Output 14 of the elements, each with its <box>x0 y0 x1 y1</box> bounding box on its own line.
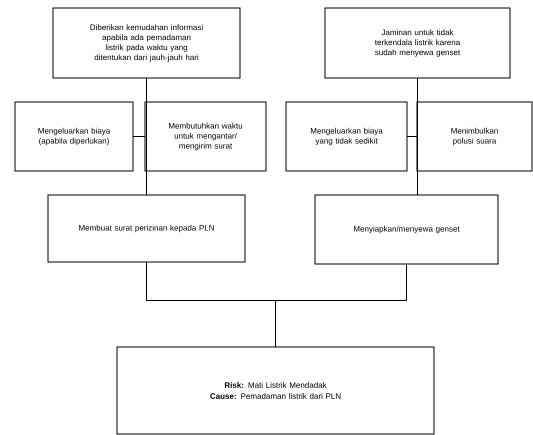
process-box: Membuat surat perizinan kepada PLN <box>48 194 246 262</box>
connector-line <box>417 78 418 195</box>
risk-box: Risk: Mati Listrik Mendadak Cause: Pemadaman listrik dari PLN <box>116 346 434 434</box>
connector-line <box>275 264 407 347</box>
process-box: Menyiapkan/menyewa genset <box>314 194 498 264</box>
process-box: Membutuhkan waktu untuk mengantar/ mengirim surat <box>144 102 266 172</box>
connector-line <box>407 136 417 137</box>
process-box: Diberikan kemudahan informasi apabila ada pemadaman listrik pada waktu yang ditentukan dari jauh-jauh hari <box>52 8 240 78</box>
process-box: Jaminan untuk tidak terkendala listrik karena sudah menyewa genset <box>324 8 510 78</box>
process-box: Menimbulkan polusi suara <box>416 102 532 172</box>
process-box: Mengeluarkan biaya (apabila diperlukan) <box>14 102 134 172</box>
process-box: Mengeluarkan biaya yang tidak sedikit <box>286 102 408 172</box>
connector-line <box>133 136 145 137</box>
connector-line <box>146 78 147 195</box>
